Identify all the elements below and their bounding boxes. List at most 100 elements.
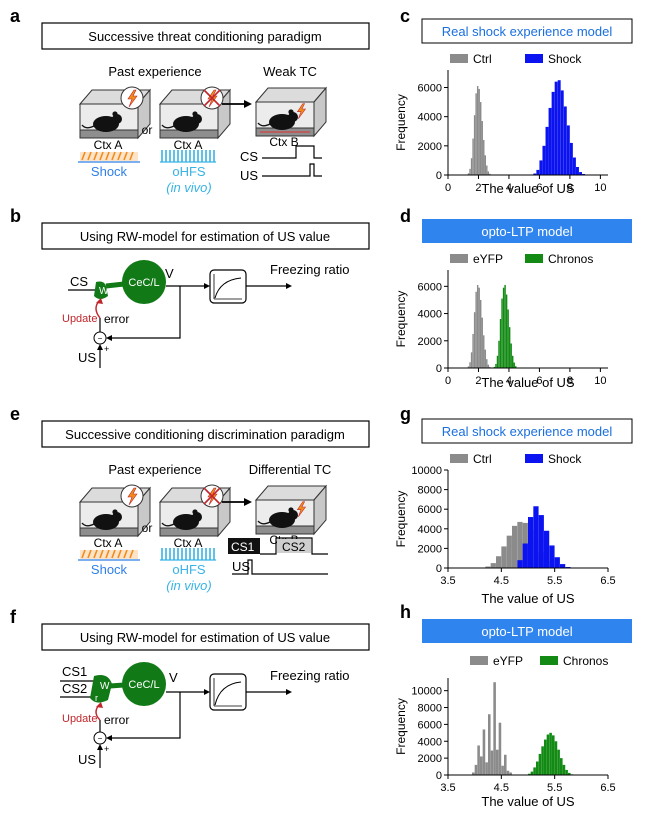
histogram-bar [552,735,555,775]
histogram-bar [512,525,518,568]
cs2-label: CS2 [282,540,306,554]
histogram-bar [541,746,544,775]
histogram-bar [572,157,576,175]
ctx-b-label: Ctx B [269,135,298,149]
histogram-bar [557,80,561,175]
cs-trace [260,537,328,555]
histogram-bar [505,294,508,368]
paradigm-title-box [41,420,370,448]
histogram-bar [579,172,582,175]
histogram-bar [496,749,499,775]
legend-label-shock: Shock [548,452,582,466]
histogram-bar [576,166,579,175]
y-tick-label: 2000 [418,141,442,153]
chart-title-banner [422,619,632,643]
x-axis-label: The value of US [481,375,575,390]
y-tick-label: 0 [436,170,442,182]
arrow-head-icon [106,735,112,741]
histogram-bar [495,363,497,368]
synapse-w-node [94,281,108,299]
histogram-bar [470,352,473,368]
x-tick-label: 10 [594,182,606,194]
histogram-bar [536,169,540,175]
histogram-bar [474,764,478,775]
histogram-bar [481,121,483,175]
x-tick-label: 4 [506,375,512,387]
histogram-bar [477,745,480,775]
chamber-shock-icon [79,86,151,139]
cs-trace [262,145,322,159]
y-tick-label: 8000 [418,703,442,715]
arrow-head-icon [204,283,210,289]
in-vivo-label: (in vivo) [166,180,212,195]
legend-label-eyfp: eYFP [493,654,523,668]
histogram-bar [472,333,474,368]
chamber-shock-icon [79,484,151,537]
panel-letter-h: h [400,602,411,622]
histogram-bar [486,165,488,175]
ohfs-label: oHFS [172,562,206,577]
histogram-bar [498,722,502,775]
paradigm-title-box [41,22,370,50]
y-tick-label: 4000 [418,524,442,536]
histogram-bar [478,88,480,175]
panel-letter-g: g [400,404,411,424]
histogram-bar [528,773,531,775]
y-axis-label: Frequency [394,291,408,348]
legend-swatch-shock [525,54,543,63]
arrow-head-icon [286,283,292,289]
update-label: Update [62,713,97,725]
histogram-bar [487,364,490,368]
legend-label-chronos: Chronos [548,252,593,266]
panel-e: e Successive conditioning discrimination… [10,404,370,593]
histogram-bar [501,546,507,568]
x-tick-label: 5.5 [547,782,562,794]
histogram-bar [508,327,511,368]
error-label: error [104,312,129,326]
histogram-bar [554,741,558,775]
histogram-bar [536,761,539,775]
panel-letter-d: d [400,206,411,226]
histogram-bar [482,729,486,775]
y-tick-label: 2000 [418,336,442,348]
w-label: W [99,286,109,297]
cec-node [122,662,166,706]
ohfs-pulse-icon [160,150,216,163]
x-axis-label: The value of US [481,181,575,196]
v-label: V [169,670,178,685]
histogram-bar [484,155,486,175]
legend-label-eyfp: eYFP [473,252,503,266]
x-tick-label: 0 [445,182,451,194]
synapse-w-node [90,675,112,703]
model-title: Using RW-model for estimation of US valu… [80,229,330,244]
plus-sign: + [104,344,109,354]
histogram-bar [480,102,482,175]
histogram-bar [507,309,509,368]
histogram-bar [557,749,560,775]
histogram-bar [472,772,475,775]
histogram-bar [515,366,517,368]
histogram-bar [493,682,496,775]
histogram-bar [568,772,571,775]
arrow-head-icon [204,689,210,695]
histogram-bar [530,771,534,775]
panel-letter-f: f [10,607,17,627]
histogram-bar [502,287,505,368]
cs1-block [228,538,260,554]
x-tick-label: 6.5 [600,575,615,587]
y-tick-label: 6000 [418,83,442,95]
x-tick-label: 2 [475,182,481,194]
cec-node [122,260,166,304]
shock-grid-icon [78,151,140,163]
y-tick-label: 2000 [418,753,442,765]
panel-a: a Successive threat conditioning paradig… [10,6,370,195]
or-label: or [142,521,153,535]
histogram-bar [542,145,546,175]
v-label: V [165,266,174,281]
arrow-head-icon [244,498,252,506]
x-tick-label: 8 [567,182,573,194]
comparator-sign: − [98,334,103,343]
histogram-bar [489,366,491,368]
